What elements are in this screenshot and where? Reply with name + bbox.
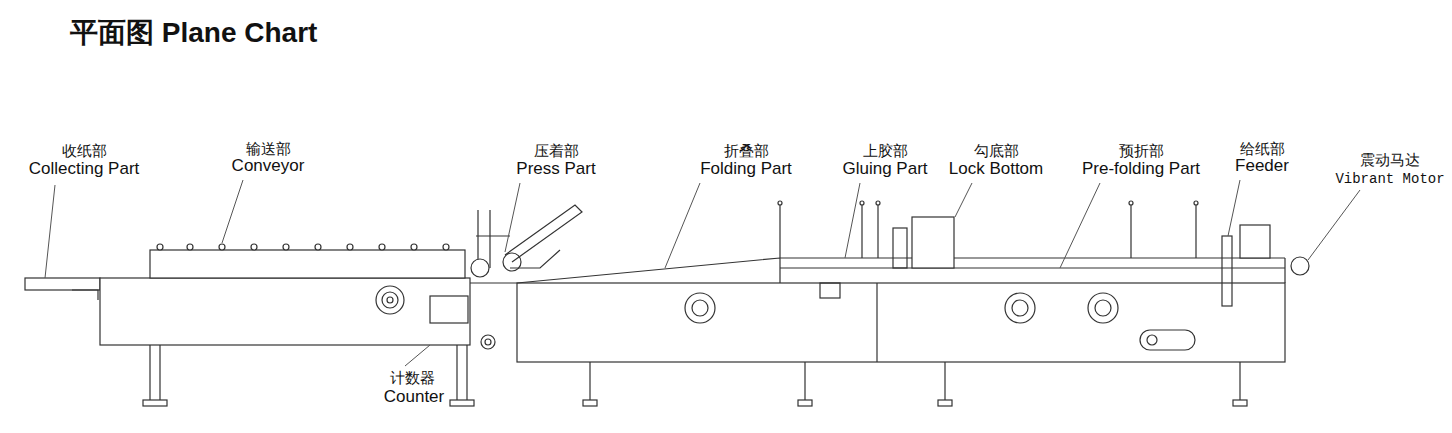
part-name-en: Feeder [1235, 157, 1289, 176]
part-name-cn: 计数器 [390, 370, 435, 387]
part-name-cn: 收纸部 [62, 143, 107, 160]
part-name-cn: 输送部 [246, 141, 291, 158]
part-name-en: Counter [384, 388, 444, 407]
part-name-en: Pre-folding Part [1082, 160, 1200, 179]
part-name-en: Folding Part [700, 160, 792, 179]
chart-title: 平面图 Plane Chart [70, 18, 317, 49]
part-name-cn: 给纸部 [1240, 141, 1285, 158]
part-name-en: Press Part [516, 160, 595, 179]
part-name-en: Lock Bottom [949, 160, 1044, 179]
part-name-cn: 震动马达 [1360, 152, 1420, 169]
part-name-cn: 压着部 [534, 143, 579, 160]
part-name-en: Vibrant Motor [1335, 172, 1444, 187]
part-name-cn: 折叠部 [724, 143, 769, 160]
part-name-en: Gluing Part [842, 160, 927, 179]
part-name-cn: 上胶部 [863, 143, 908, 160]
part-name-cn: 勾底部 [974, 143, 1019, 160]
part-name-en: Conveyor [232, 157, 305, 176]
part-name-cn: 预折部 [1119, 143, 1164, 160]
part-name-en: Collecting Part [29, 160, 140, 179]
